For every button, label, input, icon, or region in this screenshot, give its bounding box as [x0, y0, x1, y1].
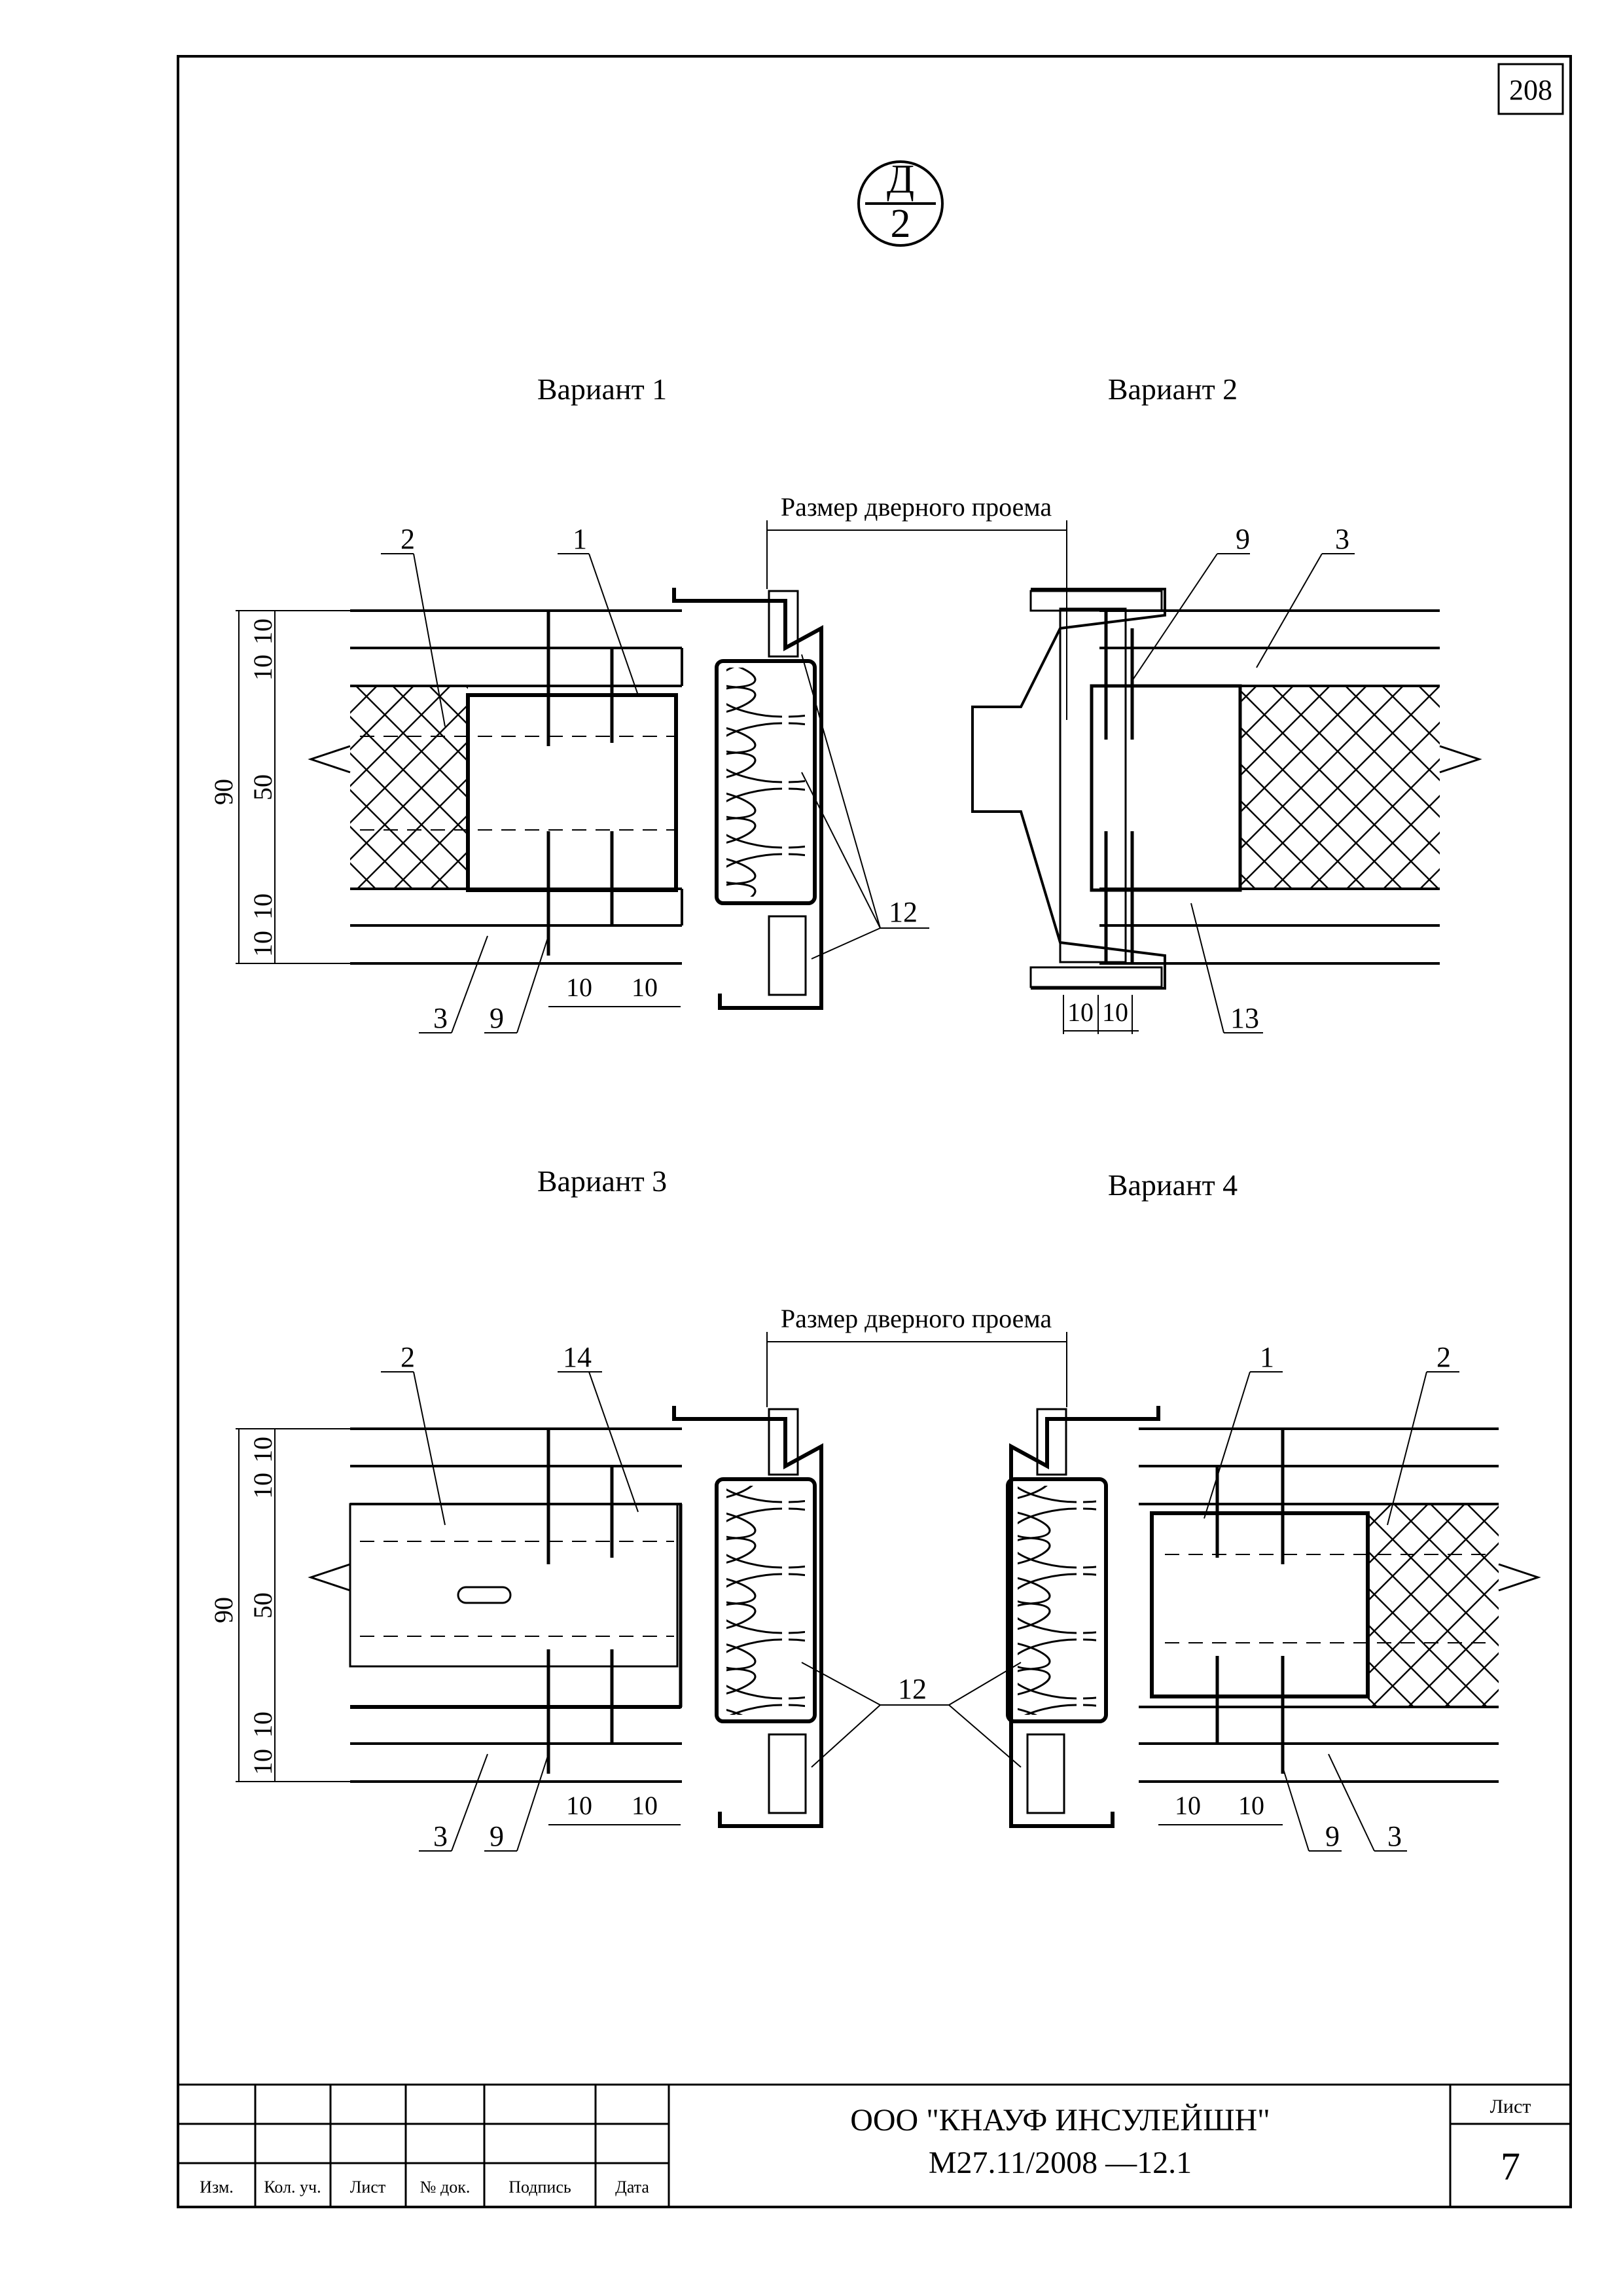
v1-opening-label: Размер дверного проема — [781, 492, 1052, 522]
shared-callout-12: 12 — [801, 1662, 1022, 1768]
v1-dim-90: 90 — [209, 779, 238, 805]
top-sheet-number-text: 208 — [1509, 74, 1552, 106]
section-marker: Д 2 — [857, 157, 944, 247]
v3-dim-bot-10a: 10 — [566, 1791, 592, 1820]
variant-2-title: Вариант 2 — [1108, 372, 1238, 406]
v4-callout-1: 1 — [1260, 1341, 1274, 1373]
v1-callout-12: 12 — [889, 896, 918, 928]
v1-callout-3: 3 — [433, 1002, 448, 1034]
v2-callout-9: 9 — [1236, 523, 1250, 555]
tb-sheet-value: 7 — [1501, 2145, 1520, 2188]
v4-callout-9: 9 — [1325, 1820, 1340, 1852]
variant-4-title: Вариант 4 — [1108, 1168, 1238, 1202]
v3-callout-3: 3 — [433, 1820, 448, 1852]
variant-4-section: 10 10 1 2 9 3 — [1006, 1341, 1541, 1852]
v4-dim-bot-10b: 10 — [1238, 1791, 1264, 1820]
v3-dim-10d: 10 — [248, 1749, 277, 1775]
sheet-frame — [177, 55, 1572, 2208]
v3-callout-2: 2 — [401, 1341, 415, 1373]
v3-dim-50: 50 — [248, 1592, 277, 1619]
v3-dim-bot-10b: 10 — [632, 1791, 658, 1820]
v4-dim-bot-10a: 10 — [1175, 1791, 1201, 1820]
v2-dim-bot-10b: 10 — [1102, 997, 1128, 1027]
top-sheet-number: 208 — [1497, 63, 1564, 115]
callout-12-bottom: 12 — [898, 1673, 927, 1705]
variant-3-title: Вариант 3 — [537, 1164, 667, 1198]
v3-callout-14: 14 — [563, 1341, 592, 1373]
v1-dim-10d: 10 — [248, 931, 277, 957]
tb-col-list: Лист — [350, 2178, 385, 2197]
v3-dim-10c: 10 — [248, 1712, 277, 1738]
v2-dim-bot-10a: 10 — [1067, 997, 1094, 1027]
v1-dim-10b: 10 — [248, 655, 277, 681]
v3-dim-90: 90 — [209, 1597, 238, 1623]
v2-callout-13: 13 — [1230, 1002, 1259, 1034]
v1-dim-bot-10b: 10 — [632, 973, 658, 1002]
v3-dim-10b: 10 — [248, 1473, 277, 1499]
section-marker-letter: Д — [887, 157, 914, 202]
v1-dim-10c: 10 — [248, 893, 277, 920]
title-block: Изм. Кол. уч. Лист № док. Подпись Дата О… — [178, 2083, 1571, 2207]
tb-sheet-label: Лист — [1490, 2096, 1531, 2117]
tb-company: ООО "КНАУФ ИНСУЛЕЙШН" — [850, 2103, 1270, 2138]
tb-col-izm: Изм. — [200, 2178, 234, 2197]
v1-dim-bot-10a: 10 — [566, 973, 592, 1002]
variant-3-section: 90 50 10 10 10 10 10 10 Размер дверного … — [209, 1304, 1067, 1852]
v4-callout-2: 2 — [1436, 1341, 1451, 1373]
v1-dim-10a: 10 — [248, 619, 277, 645]
v1-callout-1: 1 — [573, 523, 587, 555]
variant-1-title: Вариант 1 — [537, 372, 667, 406]
tb-col-data: Дата — [615, 2178, 649, 2197]
tb-col-kol-uch: Кол. уч. — [264, 2178, 321, 2197]
section-marker-number: 2 — [891, 202, 911, 246]
tb-col-no-doc: № док. — [420, 2178, 471, 2197]
v4-callout-3: 3 — [1387, 1820, 1402, 1852]
variant-2-section: 10 10 9 3 13 — [971, 520, 1482, 1034]
v1-dim-50: 50 — [248, 774, 277, 800]
tb-doc-code: М27.11/2008 —12.1 — [929, 2145, 1192, 2180]
variant-1-section: 90 50 10 10 10 10 10 10 Размер дверного … — [209, 492, 1067, 1034]
v3-dim-10a: 10 — [248, 1437, 277, 1463]
tb-col-podpis: Подпись — [508, 2178, 571, 2197]
v1-callout-2: 2 — [401, 523, 415, 555]
v1-callout-9: 9 — [490, 1002, 504, 1034]
v3-callout-9: 9 — [490, 1820, 504, 1852]
v2-callout-3: 3 — [1335, 523, 1349, 555]
v3-opening-label: Размер дверного проема — [781, 1304, 1052, 1333]
